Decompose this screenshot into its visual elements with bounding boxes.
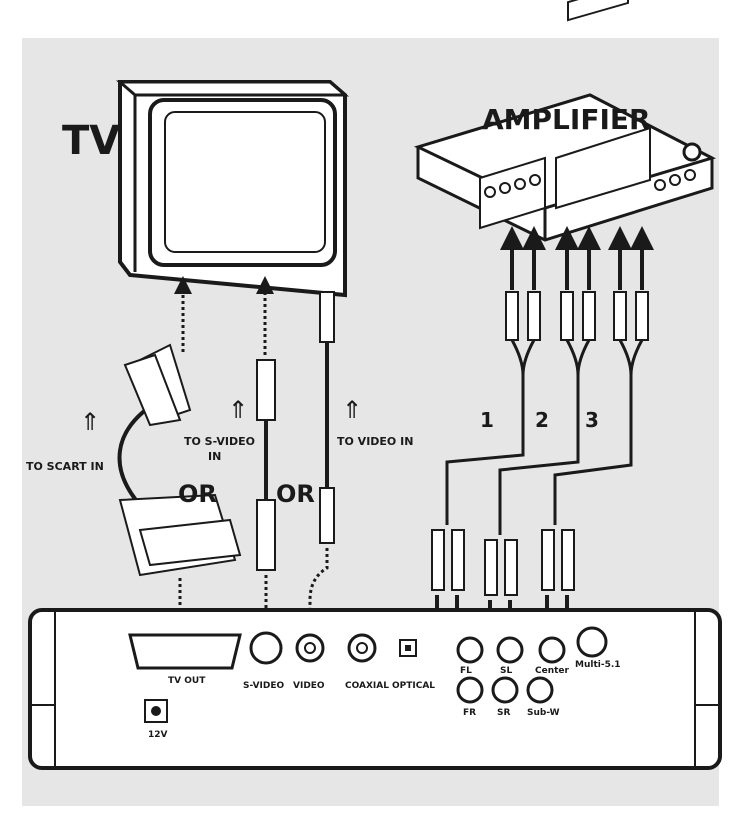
- tv-out-label: TV OUT: [168, 676, 206, 686]
- optical-port-label: OPTICAL: [392, 681, 435, 691]
- cable-number-2: 2: [535, 408, 549, 432]
- amplifier-plugs: [505, 291, 649, 341]
- svideo-port-label: S-VIDEO: [243, 681, 284, 691]
- scart-port: [128, 633, 242, 670]
- scart-cable: [117, 343, 242, 577]
- fl-label: FL: [460, 666, 472, 676]
- power-port-label: 12V: [148, 730, 168, 740]
- svideo-up-arrow-icon: ⇑: [228, 396, 248, 424]
- video-port: [295, 633, 325, 663]
- fr-label: FR: [463, 708, 476, 718]
- cable-number-3: 3: [585, 408, 599, 432]
- tv-set: [115, 80, 350, 298]
- cable-number-1: 1: [480, 408, 494, 432]
- fl-port: [456, 636, 484, 664]
- sl-port: [496, 636, 524, 664]
- video-port-center: [304, 642, 316, 654]
- center-port: [538, 636, 566, 664]
- or-label-right: OR: [276, 480, 315, 508]
- video-up-arrow-icon: ⇑: [342, 396, 362, 424]
- subw-label: Sub-W: [527, 708, 560, 718]
- center-label: Center: [535, 666, 570, 676]
- coaxial-port-label: COAXIAL: [345, 681, 389, 691]
- power-port-center: [151, 706, 161, 716]
- video-to-player-arrow: [301, 548, 329, 637]
- video-cable: [319, 291, 335, 544]
- player-audio-plugs: [431, 529, 575, 596]
- sr-label: SR: [497, 708, 510, 718]
- amplifier-unit: [413, 0, 716, 242]
- or-label-left: OR: [178, 480, 217, 508]
- tv-label: TV: [62, 118, 120, 164]
- coaxial-port-center: [356, 642, 368, 654]
- optical-port-center: [405, 645, 411, 651]
- subw-port: [526, 676, 554, 704]
- audio-cable-runs: [445, 339, 644, 535]
- svideo-port: [249, 631, 283, 665]
- amplifier-label: AMPLIFIER: [482, 103, 651, 136]
- scart-up-arrow-icon: ⇑: [80, 408, 100, 436]
- sl-label: SL: [500, 666, 512, 676]
- video-label: TO VIDEO IN: [337, 435, 413, 448]
- coaxial-port: [347, 633, 377, 663]
- video-port-label: VIDEO: [293, 681, 325, 691]
- amplifier-input-arrows: [500, 226, 654, 290]
- sr-port: [491, 676, 519, 704]
- svideo-cable: [256, 359, 276, 571]
- scart-label: TO SCART IN: [26, 460, 104, 473]
- multi-label: Multi-5.1: [575, 660, 621, 670]
- multi-port: [576, 626, 608, 658]
- svideo-label-line2: IN: [208, 450, 221, 463]
- svideo-label-line1: TO S-VIDEO: [184, 435, 255, 448]
- fr-port: [456, 676, 484, 704]
